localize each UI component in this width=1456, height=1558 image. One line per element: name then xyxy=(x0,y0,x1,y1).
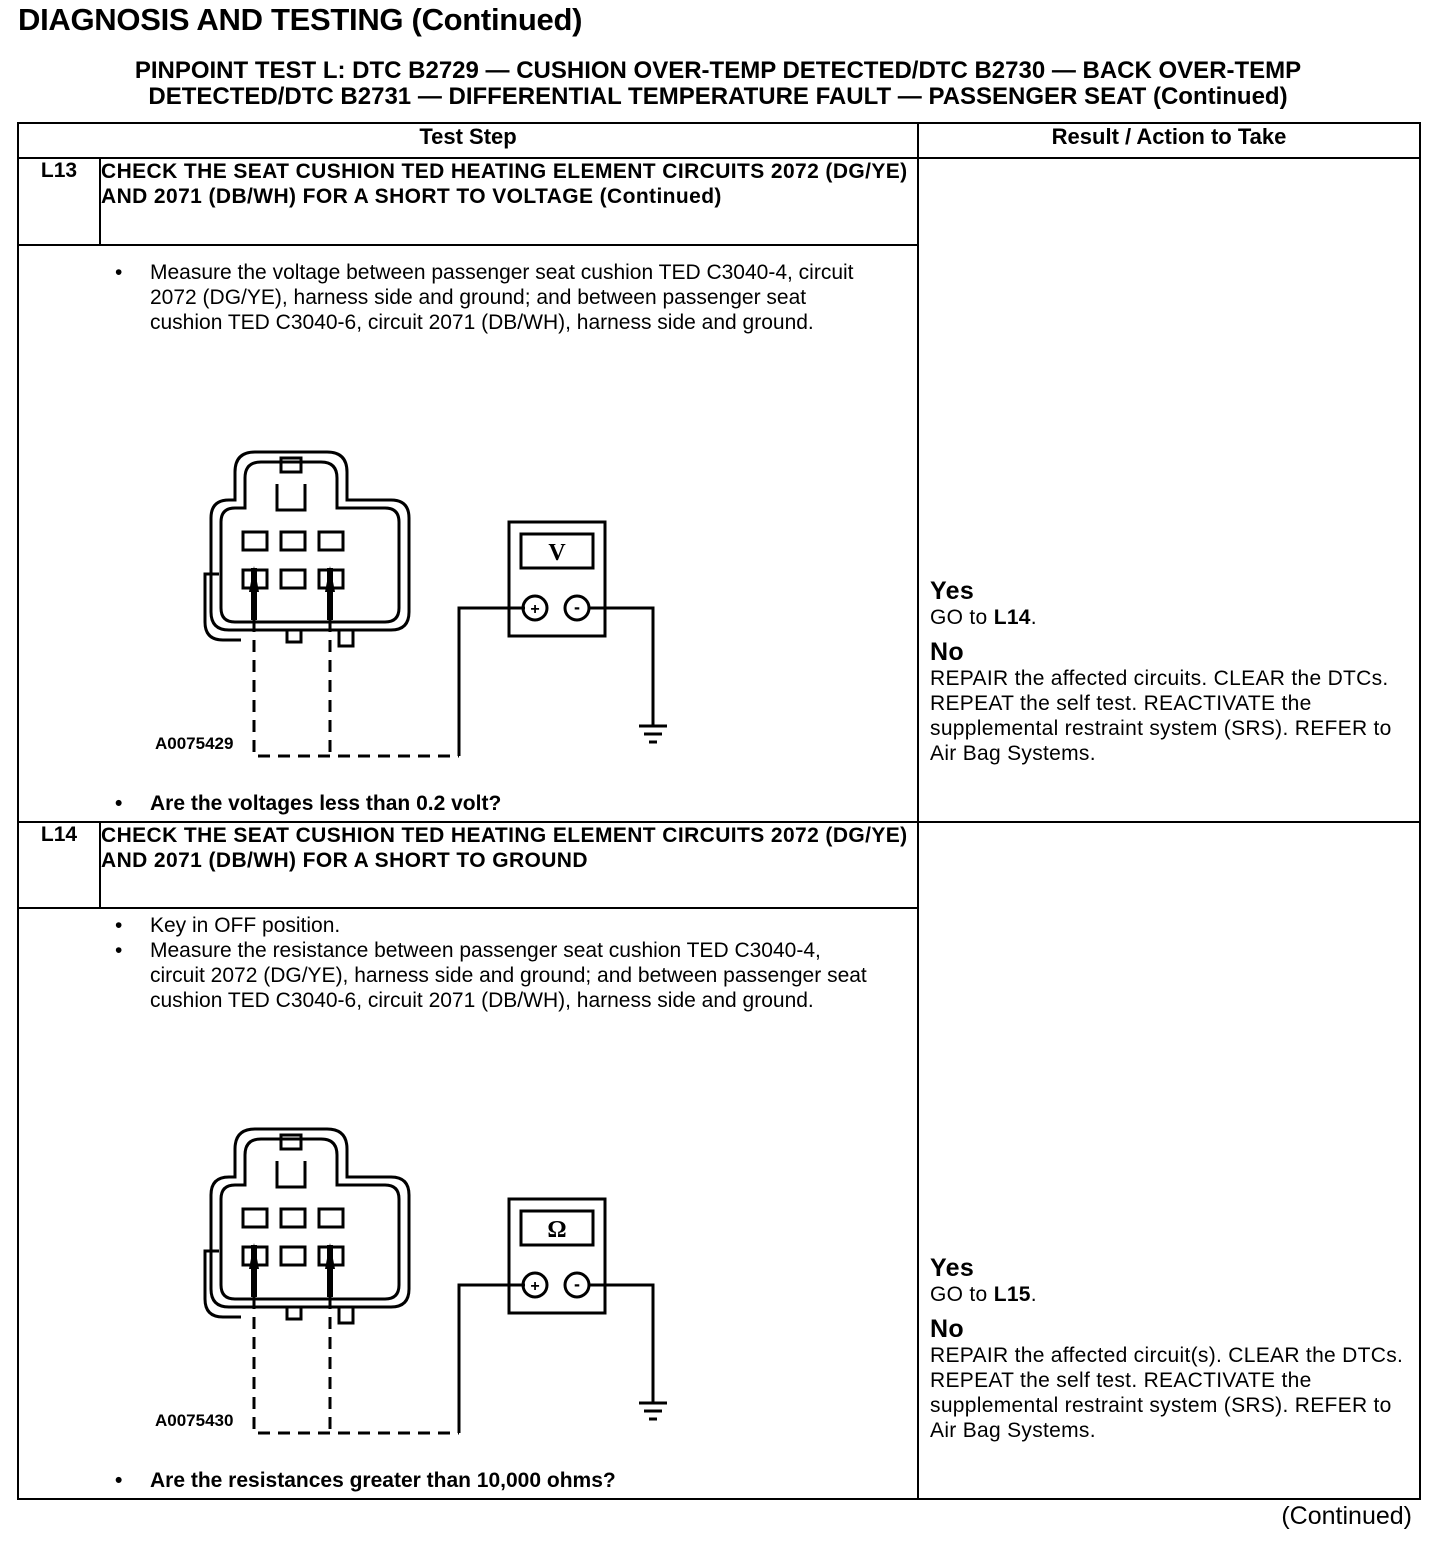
probe-tip-right xyxy=(325,566,335,620)
result-no-text: REPAIR the affected circuit(s). CLEAR th… xyxy=(930,1344,1404,1442)
step-body: Measure the voltage between passenger se… xyxy=(16,244,920,823)
meter-positive-jack xyxy=(521,594,549,622)
connector-pin-5 xyxy=(279,1245,307,1267)
connector-voltmeter-diagram: V + - xyxy=(203,450,667,758)
connector-latch-tab xyxy=(279,456,303,474)
multimeter-body xyxy=(507,520,607,638)
probe-tip-right xyxy=(325,1243,335,1297)
test-lead-left xyxy=(252,1297,459,1435)
connector-outer-shell xyxy=(209,1127,411,1309)
connector-key xyxy=(285,1305,303,1321)
result-yes-text: GO to L15. xyxy=(930,1283,1037,1306)
step-question: Are the voltages less than 0.2 volt? xyxy=(19,791,501,816)
step-title: CHECK THE SEAT CUSHION TED HEATING ELEME… xyxy=(98,821,920,909)
step-bullet: Measure the voltage between passenger se… xyxy=(19,260,917,335)
meter-minus-sign: - xyxy=(574,1274,580,1294)
pinpoint-title-line-2: DETECTED/DTC B2731 — DIFFERENTIAL TEMPER… xyxy=(148,83,1288,110)
pinpoint-test-title: PINPOINT TEST L: DTC B2729 — CUSHION OVE… xyxy=(0,58,1436,110)
connector-inner-shell xyxy=(219,460,401,624)
result-yes-label: Yes xyxy=(930,577,975,605)
step-id: L13 xyxy=(17,157,101,246)
connector-latch xyxy=(275,1161,307,1189)
result-action: Yes GO to L15. No REPAIR the affected ci… xyxy=(930,1254,1419,1443)
probe-tip-left xyxy=(249,566,259,620)
result-no-label: No xyxy=(930,1315,964,1343)
step-bullets: Measure the voltage between passenger se… xyxy=(19,260,917,335)
ground-symbol xyxy=(639,1401,667,1421)
meter-plus-sign: + xyxy=(530,601,539,618)
probe-tip-left xyxy=(249,1243,259,1297)
meter-symbol: Ω xyxy=(547,1217,566,1243)
ground-symbol xyxy=(639,724,667,744)
result-yes-label: Yes xyxy=(930,1254,975,1282)
meter-positive-wire xyxy=(457,1283,525,1433)
connector-pin-3 xyxy=(317,1207,345,1229)
connector-inner-shell xyxy=(219,1137,401,1301)
figure-id: A0075430 xyxy=(155,1411,234,1430)
connector-pin-1 xyxy=(241,1207,269,1229)
meter-positive-wire xyxy=(457,606,525,756)
result-yes-text: GO to L14. xyxy=(930,606,1037,629)
result-action: Yes GO to L14. No REPAIR the affected ci… xyxy=(930,577,1419,766)
meter-symbol: V xyxy=(548,540,566,566)
result-cell: Yes GO to L15. No REPAIR the affected ci… xyxy=(917,821,1422,1500)
step-id: L14 xyxy=(17,821,101,909)
connector-pin-3 xyxy=(317,530,345,552)
connector-outer-shell xyxy=(209,450,411,632)
pinpoint-title-line-1: PINPOINT TEST L: DTC B2729 — CUSHION OVE… xyxy=(134,57,1302,84)
connector-pin-2 xyxy=(279,1207,307,1229)
connector-latch-tab xyxy=(279,1133,303,1151)
step-title: CHECK THE SEAT CUSHION TED HEATING ELEME… xyxy=(98,157,920,246)
connector-foot-right xyxy=(337,1307,355,1325)
step-bullet: Measure the resistance between passenger… xyxy=(19,938,917,1013)
meter-minus-sign: - xyxy=(574,597,580,617)
result-no-text: REPAIR the affected circuits. CLEAR the … xyxy=(930,667,1392,765)
step-bullets: Key in OFF position. Measure the resista… xyxy=(19,913,917,1013)
meter-positive-jack xyxy=(521,1271,549,1299)
result-no-label: No xyxy=(930,638,964,666)
connector-ohmmeter-diagram: Ω + - xyxy=(203,1127,667,1435)
connector-foot-right xyxy=(337,630,355,648)
column-header-result: Result / Action to Take xyxy=(917,122,1422,159)
continued-note: (Continued) xyxy=(1281,1502,1412,1530)
step-bullet: Key in OFF position. xyxy=(19,913,917,938)
column-header-test-step: Test Step xyxy=(16,122,920,159)
page-title: DIAGNOSIS AND TESTING (Continued) xyxy=(18,2,583,37)
connector-pin-5 xyxy=(279,568,307,590)
connector-key xyxy=(285,628,303,644)
connector-pin-1 xyxy=(241,530,269,552)
meter-negative-wire xyxy=(589,606,655,726)
result-cell: Yes GO to L14. No REPAIR the affected ci… xyxy=(917,157,1422,823)
pinpoint-test-table: Test Step Result / Action to Take L13 CH… xyxy=(16,122,1422,1500)
connector-outer-wrap xyxy=(203,572,241,642)
meter-negative-wire xyxy=(589,1283,655,1403)
test-lead-left xyxy=(252,620,459,758)
connector-outer-wrap xyxy=(203,1249,241,1319)
step-reference[interactable]: L15 xyxy=(993,1283,1031,1306)
multimeter-body xyxy=(507,1197,607,1315)
connector-pin-2 xyxy=(279,530,307,552)
step-reference[interactable]: L14 xyxy=(993,606,1031,629)
step-question: Are the resistances greater than 10,000 … xyxy=(19,1468,616,1493)
multimeter-display xyxy=(519,532,595,570)
step-body: Key in OFF position. Measure the resista… xyxy=(16,907,920,1500)
connector-latch xyxy=(275,484,307,512)
meter-plus-sign: + xyxy=(530,1278,539,1295)
figure-id: A0075429 xyxy=(155,734,234,753)
multimeter-display xyxy=(519,1209,595,1247)
